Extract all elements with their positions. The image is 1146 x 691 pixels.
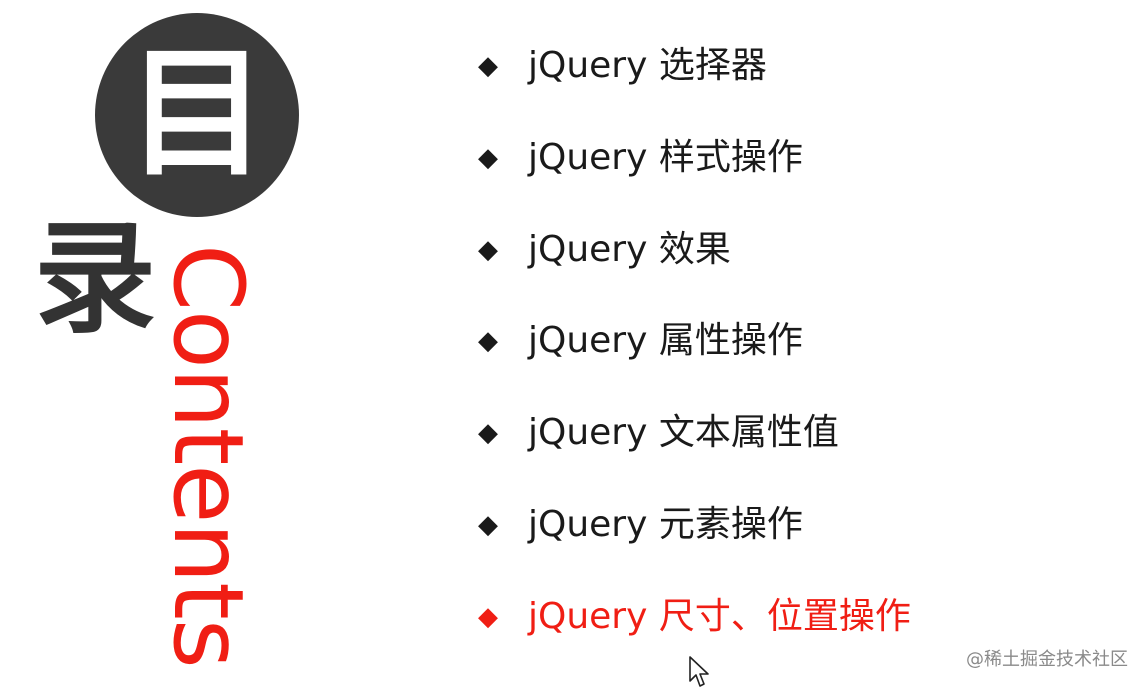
- diamond-bullet-icon: ◆: [478, 51, 498, 81]
- mouse-pointer-icon: [689, 656, 709, 687]
- menu-item-selectors[interactable]: ◆ jQuery 选择器: [478, 44, 911, 136]
- menu-item-label: jQuery 效果: [528, 228, 731, 270]
- menu-item-text-values[interactable]: ◆ jQuery 文本属性值: [478, 411, 911, 503]
- title-char-lu: 录: [34, 208, 156, 350]
- menu-item-label: jQuery 元素操作: [528, 503, 803, 545]
- title-char-mu: 目: [126, 33, 267, 196]
- diamond-bullet-icon: ◆: [478, 601, 498, 632]
- diamond-bullet-icon: ◆: [478, 509, 498, 540]
- diamond-bullet-icon: ◆: [478, 326, 498, 357]
- diamond-bullet-icon: ◆: [478, 234, 498, 265]
- menu-item-label: jQuery 尺寸、位置操作: [528, 595, 911, 637]
- title-circle: [95, 13, 299, 217]
- menu-item-element-ops[interactable]: ◆ jQuery 元素操作: [478, 503, 911, 595]
- contents-menu: ◆ jQuery 选择器 ◆ jQuery 样式操作 ◆ jQuery 效果 ◆…: [478, 44, 911, 687]
- menu-item-size-position-ops[interactable]: ◆ jQuery 尺寸、位置操作: [478, 595, 911, 687]
- menu-item-style-ops[interactable]: ◆ jQuery 样式操作: [478, 136, 911, 228]
- diamond-bullet-icon: ◆: [478, 142, 498, 173]
- menu-item-attribute-ops[interactable]: ◆ jQuery 属性操作: [478, 319, 911, 411]
- menu-item-effects[interactable]: ◆ jQuery 效果: [478, 228, 911, 320]
- diamond-bullet-icon: ◆: [478, 418, 498, 449]
- watermark: @稀土掘金技术社区: [966, 649, 1128, 670]
- contents-vertical-title: Contents: [152, 244, 264, 668]
- menu-item-label: jQuery 属性操作: [528, 320, 803, 362]
- menu-item-label: jQuery 文本属性值: [528, 412, 839, 454]
- menu-item-label: jQuery 选择器: [528, 45, 767, 86]
- menu-item-label: jQuery 样式操作: [528, 136, 803, 178]
